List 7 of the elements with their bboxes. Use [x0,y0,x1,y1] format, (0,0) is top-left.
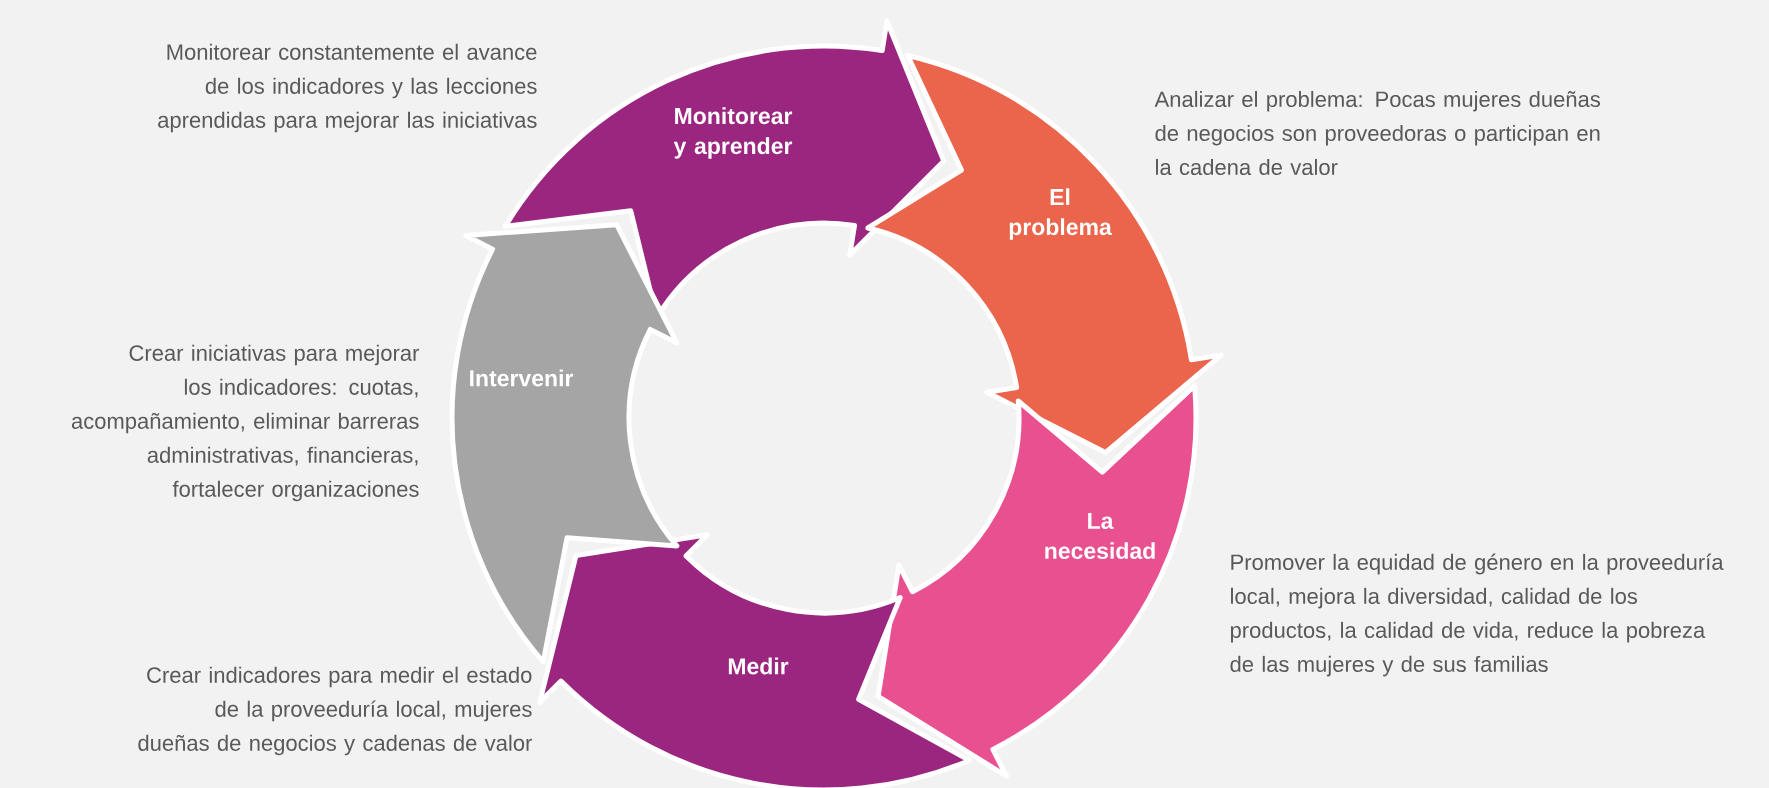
description-text: Crear indicadores para medir el estado de la proveeduría local, mujeres dueñas de negocios y cadenas de valor [138,666,532,756]
description-text: Crear iniciativas para mejorar los indicadores: cuotas, acompañamiento, eliminar barreras administrativas, financieras, fortalecer organizaciones [71,344,420,502]
description-text: Promover la equidad de género en la proveeduría local, mejora la diversidad, calidad de los productos, la calidad de vida, reduce la pobreza de las mujeres y de sus familias [1230,553,1724,677]
cycle-segment: La necesidad [875,383,1199,779]
cycle-segment: Medir [537,532,972,788]
description-text: Monitorear constantemente el avance de los indicadores y las lecciones aprendidas para mejorar las iniciativas [158,43,537,133]
cycle-segment: Intervenir [449,222,680,665]
